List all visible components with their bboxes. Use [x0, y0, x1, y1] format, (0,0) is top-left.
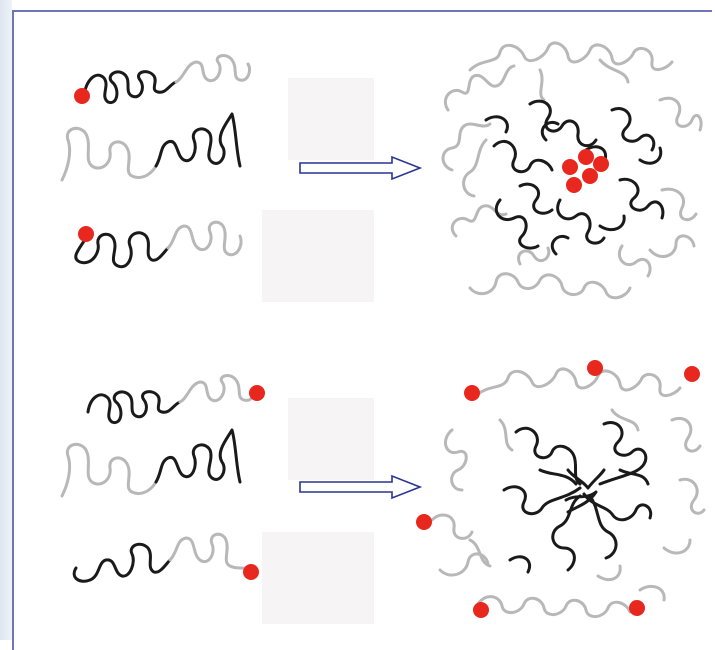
- hydrophilic-block: [174, 54, 252, 84]
- hydrophilic-block: [60, 126, 158, 182]
- left-edge-fade: [0, 0, 12, 640]
- bead: [587, 360, 603, 376]
- hydrophobic-block: [154, 428, 242, 484]
- arrow-top: [299, 155, 423, 181]
- bead: [593, 156, 609, 172]
- faint-box: [262, 532, 374, 624]
- faint-box: [288, 78, 374, 160]
- hydrophilic-block: [166, 220, 243, 257]
- micelle-bottom-core: [502, 421, 653, 574]
- bead: [243, 564, 259, 580]
- chain-2-top: [60, 112, 242, 182]
- bead: [566, 177, 582, 193]
- chain-1-bottom: [86, 374, 258, 425]
- chain-1-top: [82, 54, 252, 105]
- diagram-frame: [12, 10, 712, 650]
- hydrophilic-block: [178, 374, 258, 404]
- micelle-top-beads: [562, 149, 609, 193]
- micelle-bottom-beads: [416, 360, 700, 618]
- micelle-top-corona: [441, 41, 703, 300]
- bead: [562, 159, 578, 175]
- bead: [464, 385, 480, 401]
- faint-box: [262, 210, 374, 302]
- micelle-top: [441, 41, 703, 300]
- arrow-bottom: [299, 474, 423, 500]
- top-left-chains: [60, 54, 252, 269]
- bottom-left-chains: [60, 374, 265, 583]
- hydrophobic-block: [72, 542, 172, 583]
- hydrophobic-block: [82, 70, 178, 105]
- faint-box: [288, 398, 374, 480]
- chain-3-bottom: [72, 532, 250, 583]
- bead: [74, 88, 90, 104]
- chain-3-top: [74, 220, 243, 269]
- hydrophilic-block: [168, 532, 250, 572]
- micelle-bottom-corona: [430, 367, 706, 618]
- micelle-top-core: [484, 99, 665, 256]
- bead: [578, 149, 594, 165]
- bead: [473, 602, 489, 618]
- bead: [582, 168, 598, 184]
- hydrophilic-block: [60, 442, 158, 498]
- micelle-bottom: [416, 360, 706, 618]
- hydrophobic-block: [74, 231, 170, 269]
- hydrophobic-block: [154, 112, 242, 168]
- bead: [629, 600, 645, 616]
- hydrophobic-block: [86, 390, 182, 425]
- bead: [416, 514, 432, 530]
- bead: [249, 385, 265, 401]
- bead: [78, 226, 94, 242]
- chain-2-bottom: [60, 428, 242, 498]
- bead: [684, 366, 700, 382]
